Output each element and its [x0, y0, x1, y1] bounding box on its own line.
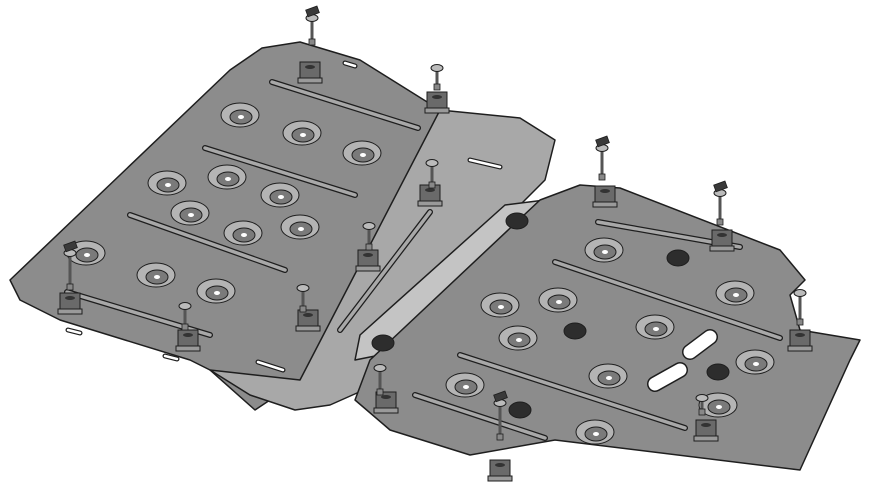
mounting-bracket: [175, 329, 201, 352]
rubber-plug: [505, 212, 529, 230]
dimple: [223, 220, 263, 246]
dimple: [207, 164, 247, 190]
bolt-assembly: [493, 390, 508, 441]
dimple: [735, 349, 775, 375]
bolt-assembly: [425, 159, 439, 189]
mounting-bracket: [787, 329, 813, 352]
bolt-assembly: [430, 64, 444, 91]
dimples-layer: [66, 102, 775, 445]
dimple: [445, 372, 485, 398]
dimple: [282, 120, 322, 146]
dimple: [538, 287, 578, 313]
rubber-plug: [371, 334, 395, 352]
dimple: [588, 363, 628, 389]
rubber-plug: [666, 249, 690, 267]
bolt-assembly: [373, 364, 387, 396]
rubber-plug: [508, 401, 532, 419]
bolt-assembly: [178, 302, 192, 331]
rubber-plug: [563, 322, 587, 340]
dimple: [584, 237, 624, 263]
dimple: [196, 278, 236, 304]
mounting-bracket: [57, 292, 83, 315]
dimple: [260, 182, 300, 208]
dimple: [480, 292, 520, 318]
mounting-bracket: [373, 391, 399, 414]
openings-layer: [647, 329, 718, 392]
dimple: [498, 325, 538, 351]
mounting-brackets-layer: [57, 61, 813, 482]
bolt-assembly: [595, 135, 610, 181]
bolt-assembly: [296, 284, 310, 313]
middle-plate: [209, 109, 556, 411]
dimple: [342, 140, 382, 166]
dimple: [715, 280, 755, 306]
mounting-bracket: [592, 185, 618, 208]
rubber-plugs-layer: [371, 212, 730, 419]
dimple: [698, 392, 738, 418]
dimple: [635, 314, 675, 340]
mounting-bracket: [297, 61, 323, 84]
bolts-layer: [63, 5, 807, 441]
dimple: [170, 200, 210, 226]
bolt-assembly: [695, 394, 709, 416]
clip-nut: [305, 5, 320, 18]
clip-nut: [63, 240, 78, 253]
stiffening-ribs-layer: [64, 60, 783, 441]
mounting-bracket: [355, 249, 381, 272]
bolt-assembly: [63, 240, 78, 291]
clip-nut: [713, 180, 728, 193]
dimple: [280, 214, 320, 240]
mounting-bracket: [295, 309, 321, 332]
clip-nut: [493, 390, 508, 403]
bolt-assembly: [713, 180, 728, 226]
dimple: [147, 170, 187, 196]
mounting-bracket: [487, 459, 513, 482]
rubber-plug: [706, 363, 730, 381]
bolt-assembly: [793, 289, 807, 326]
mounting-bracket: [424, 91, 450, 114]
clip-nut: [595, 135, 610, 148]
dimple: [136, 262, 176, 288]
dimple: [220, 102, 260, 128]
dimple: [575, 419, 615, 445]
bolt-assembly: [305, 5, 320, 46]
mounting-bracket: [693, 419, 719, 442]
bolt-assembly: [362, 222, 376, 251]
mounting-bracket: [709, 229, 735, 252]
